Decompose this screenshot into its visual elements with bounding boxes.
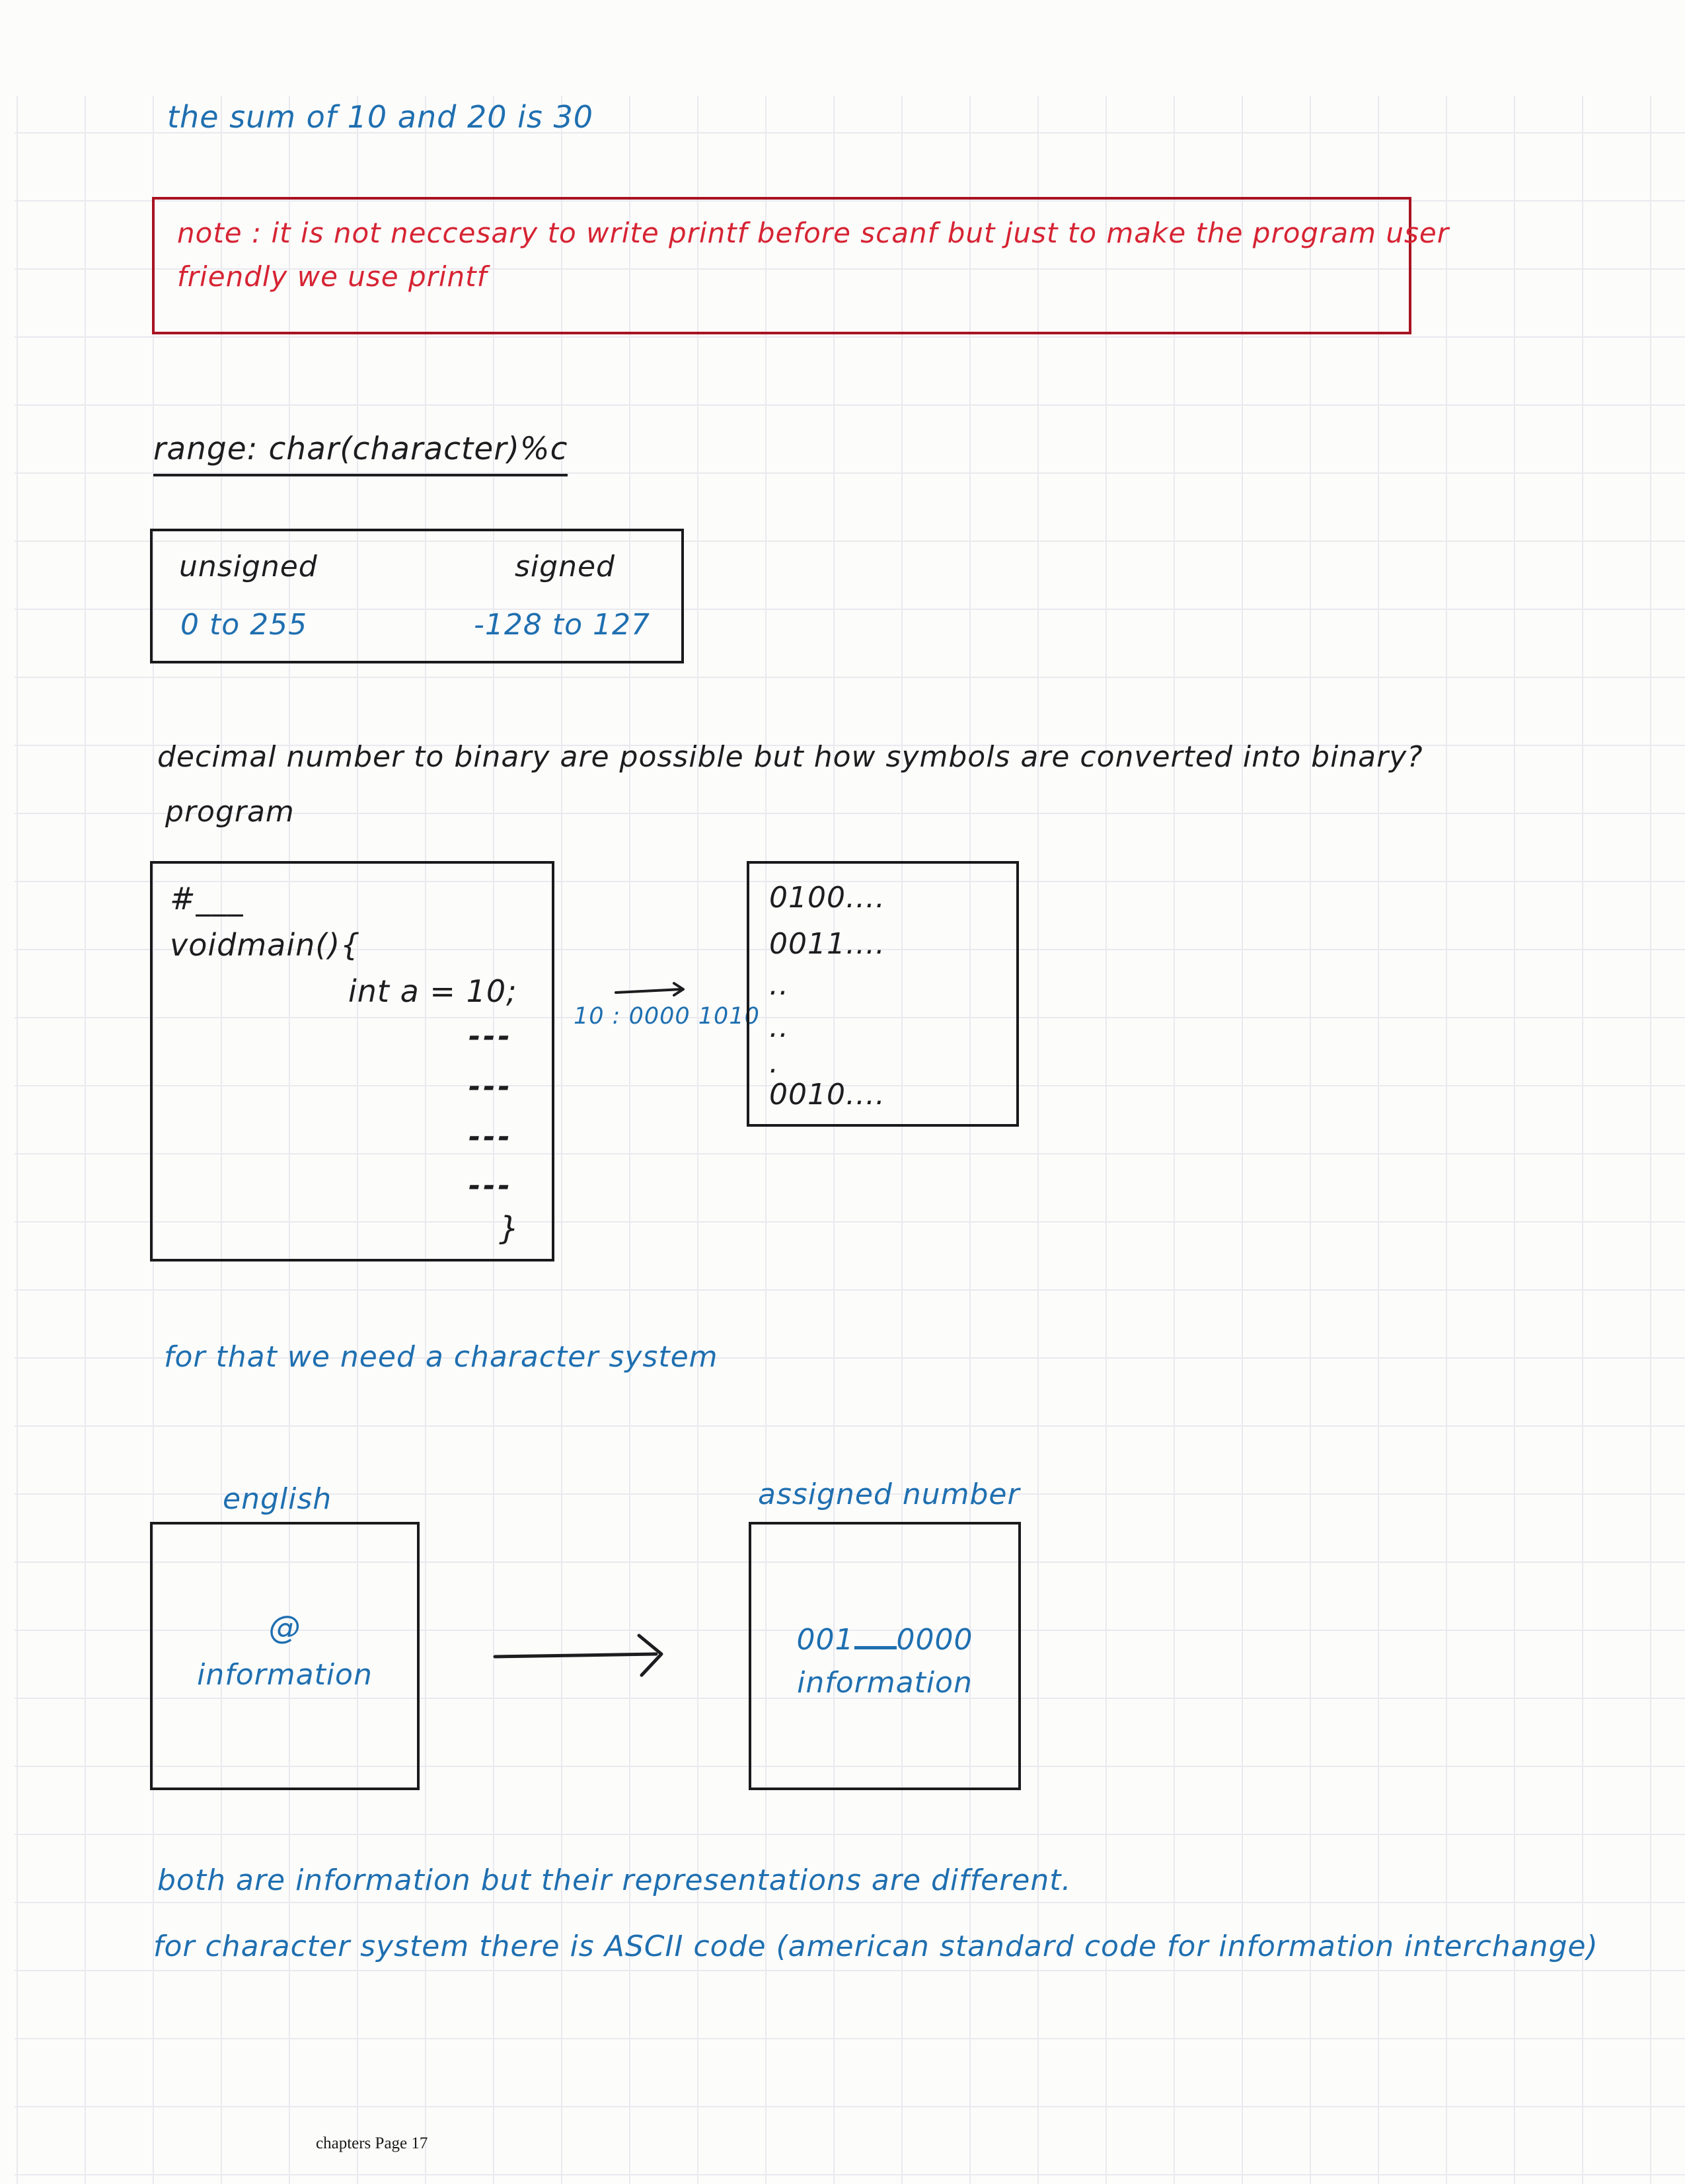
assigned-code-value: 001 0000: [751, 1617, 1018, 1657]
unsigned-header: unsigned: [179, 550, 318, 584]
grid-paper-background: [15, 96, 1685, 2184]
assigned-information-word: information: [797, 1666, 973, 1700]
binary-line: .: [769, 1046, 779, 1080]
page-footer: chapters Page 17: [316, 2134, 428, 2152]
english-box: @ information: [150, 1522, 420, 1790]
mapping-arrow-icon: [493, 1634, 663, 1677]
binary-line: 0011....: [769, 927, 885, 961]
binary-line: 0100....: [769, 881, 885, 915]
character-system-text: for that we need a character system: [164, 1340, 718, 1374]
assigned-number-label: assigned number: [758, 1478, 1020, 1511]
char-range-table: unsigned signed 0 to 255 -128 to 127: [150, 529, 684, 663]
program-label: program: [165, 795, 295, 829]
signed-range-value: -128 to 127: [474, 608, 650, 642]
code-include-line: #___: [170, 881, 244, 917]
sum-result-text: the sum of 10 and 20 is 30: [167, 99, 594, 135]
binary-line: 0010....: [769, 1078, 885, 1111]
note-text-line-1: note : it is not neccesary to write prin…: [177, 217, 1449, 249]
binary-codes-box: 0100.... 0011.... .. .. . 0010....: [747, 861, 1019, 1127]
note-text-line-2: friendly we use printf: [177, 260, 488, 293]
binary-line: ..: [769, 968, 789, 1002]
at-symbol: @: [268, 1609, 301, 1646]
binary-question-text: decimal number to binary are possible bu…: [157, 740, 1423, 774]
english-label: english: [223, 1482, 332, 1516]
code-placeholder-dash: ---: [468, 1120, 513, 1154]
both-information-text: both are information but their represent…: [157, 1864, 1072, 1897]
conversion-value-label: 10 : 0000 1010: [574, 1003, 760, 1030]
program-code-box: #___ voidmain(){ int a = 10; --- --- ---…: [150, 861, 554, 1261]
note-box: note : it is not neccesary to write prin…: [152, 197, 1448, 334]
unsigned-range-value: 0 to 255: [180, 608, 308, 642]
code-placeholder-dash: ---: [468, 1169, 513, 1203]
assigned-code-right: 0000: [896, 1623, 973, 1657]
binary-line: ..: [769, 1010, 789, 1044]
code-main-line: voidmain(){: [170, 927, 361, 963]
conversion-arrow-icon: [615, 982, 685, 997]
assigned-code-gap-underscore: [854, 1617, 897, 1649]
code-placeholder-dash: ---: [468, 1020, 513, 1053]
ascii-definition-text: for character system there is ASCII code…: [153, 1930, 1598, 1963]
english-information-word: information: [197, 1658, 373, 1692]
code-int-declaration: int a = 10;: [348, 973, 517, 1009]
assigned-code-left: 001: [796, 1623, 854, 1657]
range-heading: range: char(character)%c: [153, 431, 568, 476]
assigned-number-box: 001 0000 information: [749, 1522, 1021, 1790]
code-close-brace: }: [499, 1210, 520, 1247]
signed-header: signed: [515, 550, 615, 584]
code-placeholder-dash: ---: [468, 1070, 513, 1104]
